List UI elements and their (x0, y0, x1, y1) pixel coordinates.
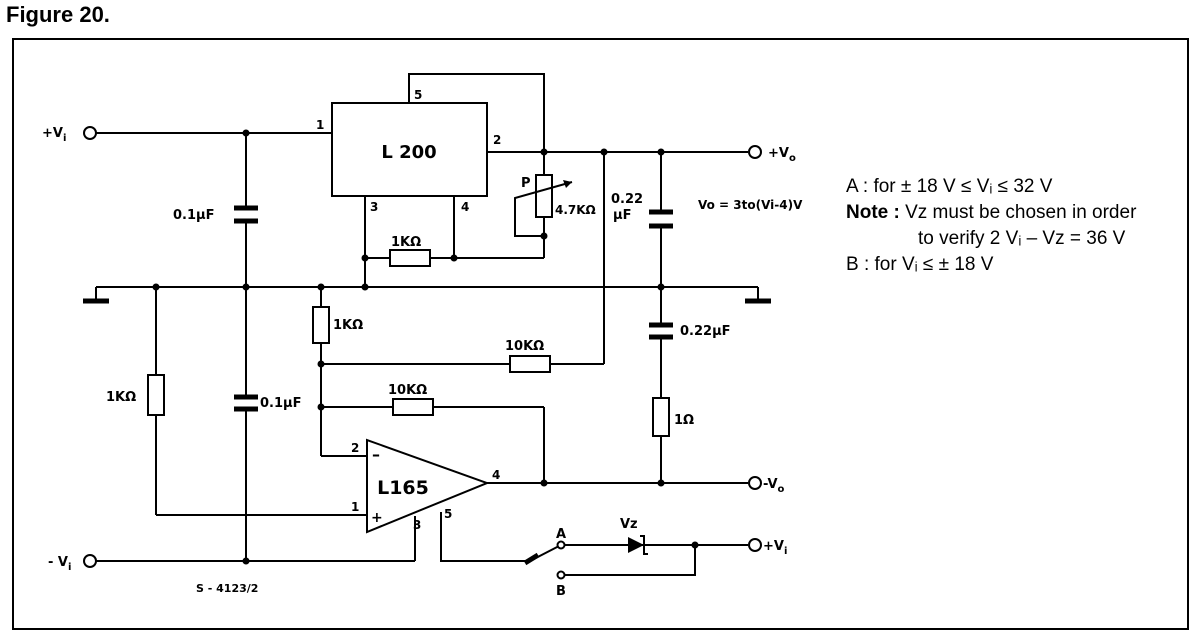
label-r-reg: 1KΩ (391, 235, 421, 250)
note-line-b: B : for Vᵢ ≤ ± 18 V (846, 254, 994, 275)
label-vo-neg: -Vo (763, 477, 785, 495)
terminal-vi-pos-right (748, 538, 762, 552)
note-text: Vᴢ must be chosen in order (899, 202, 1137, 223)
notes-block: A : for ± 18 V ≤ Vᵢ ≤ 32 V Note : Vᴢ mus… (846, 174, 1136, 278)
label-c-in: 0.1µF (173, 208, 214, 223)
pin-reg-4: 4 (461, 200, 469, 214)
terminal-vo-pos (748, 145, 762, 159)
figure-title: Figure 20. (6, 2, 110, 27)
label-vo-formula: Vo = 3to(Vi-4)V (698, 198, 803, 212)
terminal-vo-neg (748, 476, 762, 490)
r-reg-body (389, 249, 431, 267)
l165-body (366, 438, 490, 534)
junction-dots (152, 129, 699, 565)
switch-contact-a (556, 540, 566, 550)
label-vi-pos-right: +Vi (763, 539, 787, 557)
pot-arrow-icon (563, 180, 572, 188)
wires (95, 73, 759, 576)
label-r-fb1: 10KΩ (505, 339, 544, 354)
label-switch-a: A (556, 527, 566, 542)
pin-amp-5: 5 (444, 507, 452, 521)
label-pot: P (521, 176, 531, 191)
label-c-out-1: 0.22 (611, 192, 643, 207)
pin-amp-4: 4 (492, 468, 500, 482)
r-fb1-body (509, 355, 551, 373)
label-c-gnd: 0.22µF (680, 324, 731, 339)
label-vi-pos-left: +Vi (42, 126, 66, 144)
r-out-body (652, 397, 670, 437)
label-switch-b: B (556, 584, 566, 599)
r-div-body (312, 306, 330, 344)
switch-contact-b (556, 570, 566, 580)
terminal-vi-pos-left (83, 126, 97, 140)
pin-amp-1: 1 (351, 500, 359, 514)
label-vi-neg-left: - Vi (48, 555, 71, 573)
terminal-vi-neg-left (83, 554, 97, 568)
pin-reg-5: 5 (414, 88, 422, 102)
pin-amp-2: 2 (351, 441, 359, 455)
note-line-a: A : for ± 18 V ≤ Vᵢ ≤ 32 V (846, 176, 1053, 197)
label-r-out: 1Ω (674, 413, 694, 428)
r-fb2-body (392, 398, 434, 416)
label-vo-pos: +Vo (768, 146, 796, 164)
note-label: Note : (846, 202, 900, 223)
amp-minus-sign: – (372, 445, 380, 464)
note-line-note-2: to verify 2 Vᵢ – Vᴢ = 36 V (918, 228, 1126, 249)
pin-reg-2: 2 (493, 133, 501, 147)
label-r-fb2: 10KΩ (388, 383, 427, 398)
capacitor-plates (83, 205, 771, 566)
pin-reg-3: 3 (370, 200, 378, 214)
l200-label: L 200 (381, 142, 436, 163)
l165-label: L165 (377, 477, 429, 499)
pot-body (535, 174, 553, 218)
label-zener: Vz (620, 517, 638, 532)
label-pot-value: 4.7KΩ (555, 203, 596, 217)
zener-diode (628, 535, 648, 555)
label-c-mid: 0.1µF (260, 396, 301, 411)
label-r-div: 1KΩ (333, 318, 363, 333)
pin-amp-3: 3 (413, 518, 421, 532)
pin-reg-1: 1 (316, 118, 324, 132)
r-left-body (147, 374, 165, 416)
figure-code: S - 4123/2 (196, 582, 258, 595)
note-line-note: Note : Vᴢ must be chosen in order (846, 200, 1136, 226)
label-c-out-2: µF (613, 208, 631, 223)
diagram-frame (12, 38, 1189, 630)
terminals (83, 126, 762, 580)
amp-plus-sign: + (371, 510, 383, 526)
label-r-left: 1KΩ (106, 390, 136, 405)
